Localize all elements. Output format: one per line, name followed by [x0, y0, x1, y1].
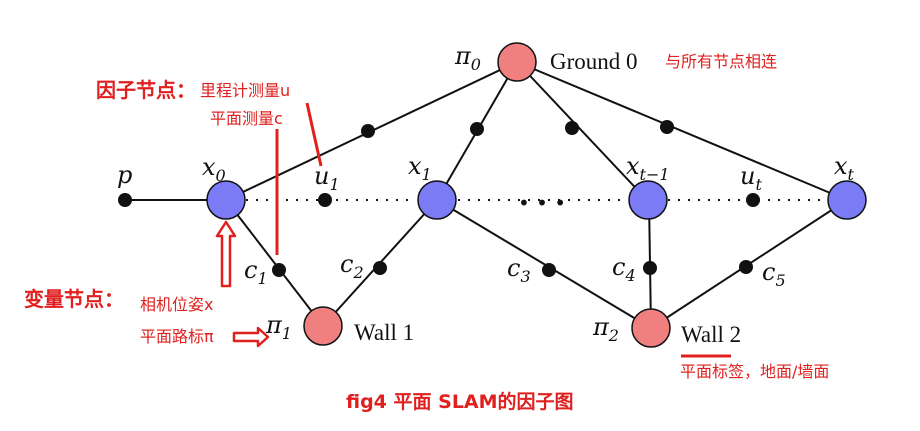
- factor-node-line2: 平面测量c: [210, 109, 283, 128]
- pose-node-x0: [206, 180, 246, 220]
- edges: [125, 61, 848, 329]
- label-pi2: π2: [592, 313, 619, 345]
- variable-arrow-up: [215, 220, 237, 288]
- factor-prior: [118, 193, 132, 207]
- factor-c3: [542, 263, 556, 277]
- edge-x1-pi2: [436, 199, 652, 329]
- edge-x0-pi1: [225, 199, 324, 327]
- label-p: p: [117, 161, 132, 189]
- factor-u1: [318, 193, 332, 207]
- variable-arrow-right: [232, 326, 270, 348]
- label-c2: c2: [340, 250, 364, 282]
- label-wall1: Wall 1: [354, 320, 414, 345]
- variable-node-title: 变量节点：: [24, 287, 124, 311]
- label-wall2: Wall 2: [681, 322, 741, 347]
- landmark-node-pi1: [303, 306, 343, 346]
- figure-caption: fig4 平面 SLAM的因子图: [346, 390, 574, 413]
- factor-c1: [272, 263, 286, 277]
- landmark-node-pi2: [631, 308, 671, 348]
- label-c1: c1: [244, 256, 268, 288]
- ellipsis: • • •: [518, 191, 566, 215]
- plane-label-note: 平面标签，地面/墙面: [680, 362, 829, 381]
- pose-node-xt: [827, 180, 867, 220]
- factor-c5: [739, 260, 753, 274]
- label-ut: ut: [740, 162, 762, 194]
- edge-xt1-pi0: [516, 61, 648, 201]
- factor-ut: [746, 193, 760, 207]
- ground-note: 与所有节点相连: [665, 52, 777, 71]
- factor-nodes: [118, 120, 760, 277]
- factor-c2: [373, 261, 387, 275]
- node-labels: p x0 x1 xt−1 xt u1 ut c1 c2 c3 c4 c5 π0 …: [117, 42, 855, 347]
- factor-xt1-ground: [565, 121, 579, 135]
- factor-x0-ground: [361, 124, 375, 138]
- landmark-nodes: [303, 42, 671, 348]
- factor-c4: [643, 261, 657, 275]
- factor-node-title: 因子节点：: [96, 78, 196, 102]
- factor-xt-ground: [660, 120, 674, 134]
- label-x0: x0: [202, 153, 226, 185]
- label-xt1: xt−1: [626, 152, 670, 184]
- pose-nodes: [206, 180, 867, 220]
- variable-node-line1: 相机位姿x: [140, 295, 213, 314]
- label-c4: c4: [612, 253, 636, 285]
- pose-node-xt1: [628, 180, 668, 220]
- label-ground: Ground 0: [550, 49, 638, 74]
- edge-xt-pi0: [516, 61, 848, 201]
- label-c5: c5: [762, 258, 786, 290]
- factor-node-line1: 里程计测量u: [200, 81, 290, 100]
- label-xt: xt: [834, 152, 855, 184]
- label-u1: u1: [314, 162, 340, 194]
- label-c3: c3: [507, 254, 531, 286]
- factor-x1-ground: [470, 122, 484, 136]
- variable-node-line2: 平面路标π: [140, 327, 214, 346]
- pose-node-x1: [417, 180, 457, 220]
- label-pi1: π1: [265, 311, 292, 343]
- annotations: 与所有节点相连 因子节点： 里程计测量u 平面测量c 变量节点： 相机位姿x 平…: [24, 52, 829, 413]
- landmark-node-pi0: [497, 42, 537, 82]
- label-pi0: π0: [454, 42, 481, 74]
- factor-pointer-u: [305, 102, 323, 167]
- label-x1: x1: [408, 152, 432, 184]
